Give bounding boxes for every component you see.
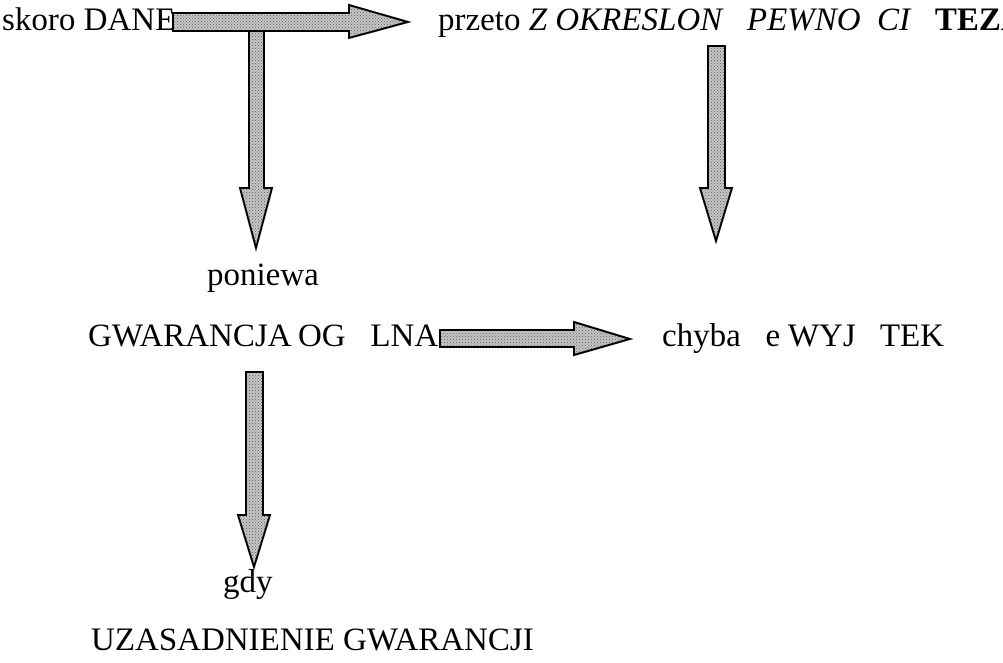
label-dane: skoro DANE: [2, 2, 176, 38]
label-uzasadnienie: UZASADNIENIE GWARANCJI: [91, 622, 534, 658]
label-pewnosc: Z OKRESLON PEWNO CI: [528, 2, 911, 38]
arrow-dane-to-teza: [172, 3, 412, 40]
arrow-dane-to-gwarancja: [238, 30, 274, 252]
arrow-gwarancja-to-wyjatek: [439, 320, 634, 357]
label-wyjatek: chyba e WYJ TEK: [662, 318, 944, 354]
arrow-gwarancja-to-uzasadnienie: [236, 371, 272, 571]
label-gdy: gdy: [223, 564, 273, 600]
label-gap: [910, 2, 935, 38]
label-teza: przeto Z OKRESLON PEWNO CI TEZA: [438, 4, 1003, 37]
label-teza-word: TEZA: [934, 2, 1003, 38]
arrow-teza-to-wyjatek: [698, 45, 734, 245]
label-gwarancja: GWARANCJA OG LNA: [88, 318, 439, 354]
label-przeto: przeto: [438, 2, 529, 38]
label-poniewa: poniewa: [207, 257, 319, 293]
